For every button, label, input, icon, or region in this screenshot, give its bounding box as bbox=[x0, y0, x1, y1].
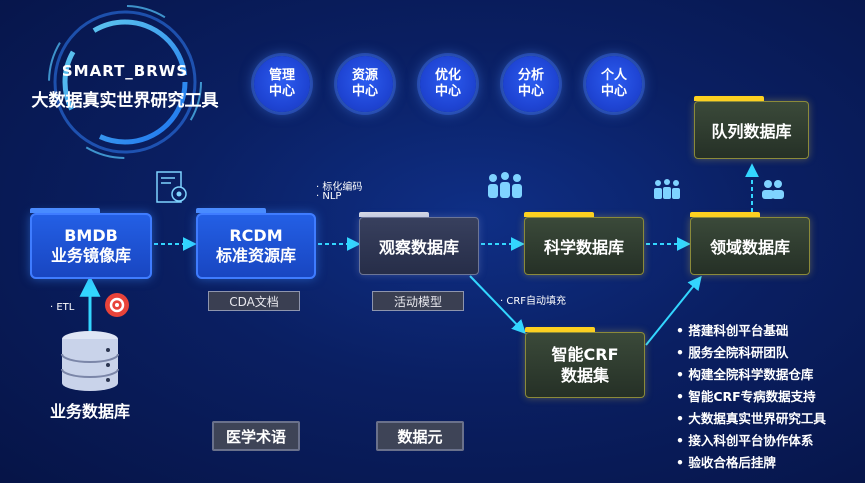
brand-ring-icon bbox=[48, 5, 202, 159]
tag-medical-terms: 医学术语 bbox=[212, 421, 300, 451]
team-icon bbox=[488, 172, 522, 198]
tag-cda: CDA文档 bbox=[208, 291, 300, 311]
nav-personal-center[interactable]: 个人中心 bbox=[586, 56, 642, 112]
tag-activity-model: 活动模型 bbox=[372, 291, 464, 311]
node-cohort[interactable]: 队列数据库 bbox=[694, 96, 809, 159]
note-crf-fill: · CRF自动填充 bbox=[500, 296, 567, 307]
node-tab bbox=[690, 212, 760, 217]
arrow-crf-domain bbox=[645, 275, 702, 346]
nav-management-center[interactable]: 管理中心 bbox=[254, 56, 310, 112]
feature-item: 服务全院科研团队 bbox=[676, 342, 826, 364]
feature-item: 搭建科创平台基础 bbox=[676, 320, 826, 342]
node-domain[interactable]: 领域数据库 bbox=[690, 212, 810, 275]
node-tab bbox=[196, 208, 266, 213]
brand-title: SMART_BRWS bbox=[61, 62, 189, 80]
feature-list: 搭建科创平台基础 服务全院科研团队 构建全院科学数据仓库 智能CRF专病数据支持… bbox=[676, 320, 826, 474]
node-tab bbox=[524, 212, 594, 217]
business-db-label: 业务数据库 bbox=[49, 402, 130, 421]
note-std-code: · 标化编码 bbox=[316, 182, 363, 193]
feature-item: 接入科创平台协作体系 bbox=[676, 430, 826, 452]
group-icon bbox=[654, 179, 680, 199]
note-nlp: · NLP bbox=[316, 191, 342, 202]
nav-resource-center[interactable]: 资源中心 bbox=[337, 56, 393, 112]
node-crf-line1: 智能CRF bbox=[551, 345, 619, 364]
node-science-label: 科学数据库 bbox=[524, 217, 644, 275]
node-tab bbox=[694, 96, 764, 101]
node-tab bbox=[525, 327, 595, 332]
arrow-observe-crf bbox=[469, 275, 526, 335]
nav-label: 资源中心 bbox=[351, 68, 378, 99]
node-domain-label: 领域数据库 bbox=[690, 217, 810, 275]
node-rcdm-name: 标准资源库 bbox=[215, 246, 296, 265]
node-science[interactable]: 科学数据库 bbox=[524, 212, 644, 275]
node-bmdb[interactable]: BMDB 业务镜像库 bbox=[30, 208, 152, 279]
node-crf-line2: 数据集 bbox=[560, 366, 609, 385]
config-document-icon bbox=[156, 171, 187, 203]
node-bmdb-name: 业务镜像库 bbox=[50, 246, 131, 265]
tag-data-element: 数据元 bbox=[376, 421, 464, 451]
users-icon bbox=[762, 180, 784, 199]
brand-subtitle: 大数据真实世界研究工具 bbox=[31, 91, 219, 111]
node-rcdm-code: RCDM bbox=[229, 226, 283, 245]
node-tab bbox=[30, 208, 100, 213]
note-etl: · ETL bbox=[50, 302, 75, 313]
node-rcdm[interactable]: RCDM 标准资源库 bbox=[196, 208, 316, 279]
nav-analysis-center[interactable]: 分析中心 bbox=[503, 56, 559, 112]
node-cohort-label: 队列数据库 bbox=[694, 101, 809, 159]
node-crf[interactable]: 智能CRF 数据集 bbox=[525, 327, 645, 398]
nav-optimization-center[interactable]: 优化中心 bbox=[420, 56, 476, 112]
feature-item: 构建全院科学数据仓库 bbox=[676, 364, 826, 386]
node-observe[interactable]: 观察数据库 bbox=[359, 212, 479, 275]
nav-label: 分析中心 bbox=[517, 68, 544, 99]
nav-label: 优化中心 bbox=[434, 68, 461, 99]
database-icon bbox=[61, 331, 119, 391]
node-tab bbox=[359, 212, 429, 217]
feature-item: 大数据真实世界研究工具 bbox=[676, 408, 826, 430]
node-observe-label: 观察数据库 bbox=[359, 217, 479, 275]
nav-label: 管理中心 bbox=[268, 68, 295, 99]
feature-item: 智能CRF专病数据支持 bbox=[676, 386, 826, 408]
feature-item: 验收合格后挂牌 bbox=[676, 452, 826, 474]
gear-icon bbox=[105, 293, 129, 317]
nav-label: 个人中心 bbox=[600, 68, 627, 99]
node-bmdb-code: BMDB bbox=[64, 226, 118, 245]
